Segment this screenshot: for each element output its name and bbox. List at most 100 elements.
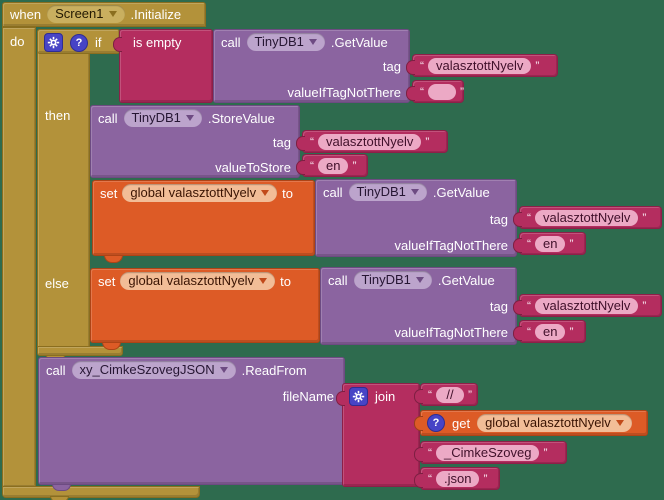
close-quote: ” (425, 134, 430, 149)
event-block-header[interactable]: when Screen1 .Initialize (2, 2, 206, 27)
open-quote: “ (428, 387, 432, 402)
filename-arg-label: fileName (282, 389, 334, 404)
method-name-label: .ReadFrom (241, 362, 307, 378)
text-string-block[interactable]: “ _CimkeSzoveg ” (414, 441, 567, 464)
string-field[interactable]: valasztottNyelv (318, 133, 422, 150)
string-field[interactable]: en (535, 235, 566, 252)
chevron-down-icon (261, 190, 270, 196)
chevron-down-icon (615, 420, 624, 426)
to-label: to (280, 273, 291, 289)
close-quote: ” (535, 58, 540, 73)
string-field[interactable]: en (318, 157, 349, 174)
event-block-do-spine[interactable]: do (2, 27, 36, 488)
text-string-block[interactable]: “ en ” (513, 320, 586, 343)
tag-arg-label: tag (382, 59, 401, 74)
tag-arg-label: tag (489, 299, 508, 314)
close-quote: ” (569, 236, 574, 251)
variable-dropdown[interactable]: global valasztottNyelv (122, 184, 278, 202)
text-string-block[interactable]: “ valasztottNyelv ” (296, 130, 448, 153)
method-name-label: .GetValue (437, 272, 495, 288)
text-string-block[interactable]: “ valasztottNyelv ” (406, 54, 558, 77)
string-field[interactable]: valasztottNyelv (535, 209, 639, 226)
open-quote: “ (428, 445, 432, 460)
gear-glyph (352, 390, 365, 403)
component-dropdown-tinydb[interactable]: TinyDB1 (348, 183, 427, 201)
text-string-block[interactable]: “ valasztottNyelv ” (513, 294, 662, 317)
close-quote: ” (468, 387, 472, 402)
text-string-block[interactable]: “ .json ” (414, 467, 500, 490)
string-field[interactable]: valasztottNyelv (428, 57, 532, 74)
component-dropdown-screen1[interactable]: Screen1 (47, 5, 125, 23)
component-dropdown-json[interactable]: xy_CimkeSzovegJSON (71, 361, 236, 379)
event-name-label: .Initialize (130, 6, 182, 22)
set-label: set (98, 273, 116, 289)
chevron-down-icon (259, 278, 268, 284)
open-quote: “ (310, 134, 314, 149)
component-dropdown-tinydb[interactable]: TinyDB1 (246, 33, 325, 51)
close-quote: ” (642, 298, 647, 313)
if-block-header[interactable]: ? if (37, 29, 120, 54)
get-label: get (452, 415, 471, 431)
close-quote: ” (352, 158, 357, 173)
call-tinydb-storevalue[interactable]: call TinyDB1 .StoreValue tag valueToStor… (90, 105, 300, 178)
open-quote: “ (527, 210, 531, 225)
if-block-bottom-bar[interactable] (37, 346, 123, 356)
text-string-block[interactable]: “ en ” (296, 154, 368, 177)
chevron-down-icon (219, 367, 228, 373)
string-field[interactable]: en (535, 323, 566, 340)
call-tinydb-getvalue-1[interactable]: call TinyDB1 .GetValue tag valueIfTagNot… (213, 29, 410, 103)
valueiftagnotthere-arg-label: valueIfTagNotThere (394, 238, 508, 253)
if-label: if (95, 35, 102, 50)
get-global-block[interactable]: ? get global valasztottNyelv (414, 410, 648, 436)
help-icon[interactable]: ? (70, 33, 88, 52)
event-block-bottom-bar[interactable] (2, 486, 200, 498)
close-quote: ” (483, 471, 488, 486)
string-field[interactable]: // (436, 386, 464, 403)
call-label: call (98, 110, 118, 126)
component-dropdown-tinydb[interactable]: TinyDB1 (123, 109, 202, 127)
else-label: else (45, 276, 69, 291)
valuetostore-arg-label: valueToStore (215, 160, 291, 175)
mutator-gear-icon[interactable] (349, 387, 368, 406)
chevron-down-icon (308, 39, 317, 45)
if-block-spine[interactable] (37, 29, 90, 356)
close-quote: ” (642, 210, 647, 225)
set-global-block-then[interactable]: set global valasztottNyelv to (92, 180, 315, 256)
string-field[interactable]: valasztottNyelv (535, 297, 639, 314)
is-empty-block[interactable]: is empty (113, 29, 213, 103)
text-string-block[interactable]: “ valasztottNyelv ” (513, 206, 662, 229)
open-quote: “ (420, 58, 424, 73)
method-name-label: .GetValue (432, 184, 490, 200)
call-readfrom-block[interactable]: call xy_CimkeSzovegJSON .ReadFrom fileNa… (38, 357, 345, 485)
close-quote: ” (460, 84, 464, 99)
variable-dropdown[interactable]: global valasztottNyelv (120, 272, 276, 290)
statement-bottom-bump (104, 255, 123, 263)
open-quote: “ (420, 84, 424, 99)
method-name-label: .GetValue (330, 34, 388, 50)
string-field[interactable]: _CimkeSzoveg (436, 444, 540, 461)
method-name-label: .StoreValue (207, 110, 275, 126)
text-string-block[interactable]: “ en ” (513, 232, 586, 255)
when-label: when (10, 6, 42, 22)
mutator-gear-icon[interactable] (44, 33, 63, 52)
text-string-block[interactable]: “ // ” (414, 383, 478, 406)
event-block-bottom-bump (50, 496, 69, 500)
chevron-down-icon (185, 115, 194, 121)
valueiftagnotthere-arg-label: valueIfTagNotThere (287, 85, 401, 100)
empty-string-block[interactable]: “ ” (406, 80, 464, 103)
set-global-block-else[interactable]: set global valasztottNyelv to (90, 268, 320, 343)
call-tinydb-getvalue-3[interactable]: call TinyDB1 .GetValue tag valueIfTagNot… (320, 267, 517, 345)
join-block[interactable]: join (336, 383, 420, 487)
valueiftagnotthere-arg-label: valueIfTagNotThere (394, 325, 508, 340)
open-quote: “ (428, 471, 432, 486)
call-label: call (328, 272, 348, 288)
call-tinydb-getvalue-2[interactable]: call TinyDB1 .GetValue tag valueIfTagNot… (315, 179, 517, 257)
string-field[interactable] (428, 83, 456, 100)
variable-dropdown[interactable]: global valasztottNyelv (477, 414, 632, 432)
chevron-down-icon (108, 11, 117, 17)
component-dropdown-tinydb[interactable]: TinyDB1 (353, 271, 432, 289)
help-icon[interactable]: ? (427, 414, 445, 432)
string-field[interactable]: .json (436, 470, 480, 487)
open-quote: “ (527, 298, 531, 313)
